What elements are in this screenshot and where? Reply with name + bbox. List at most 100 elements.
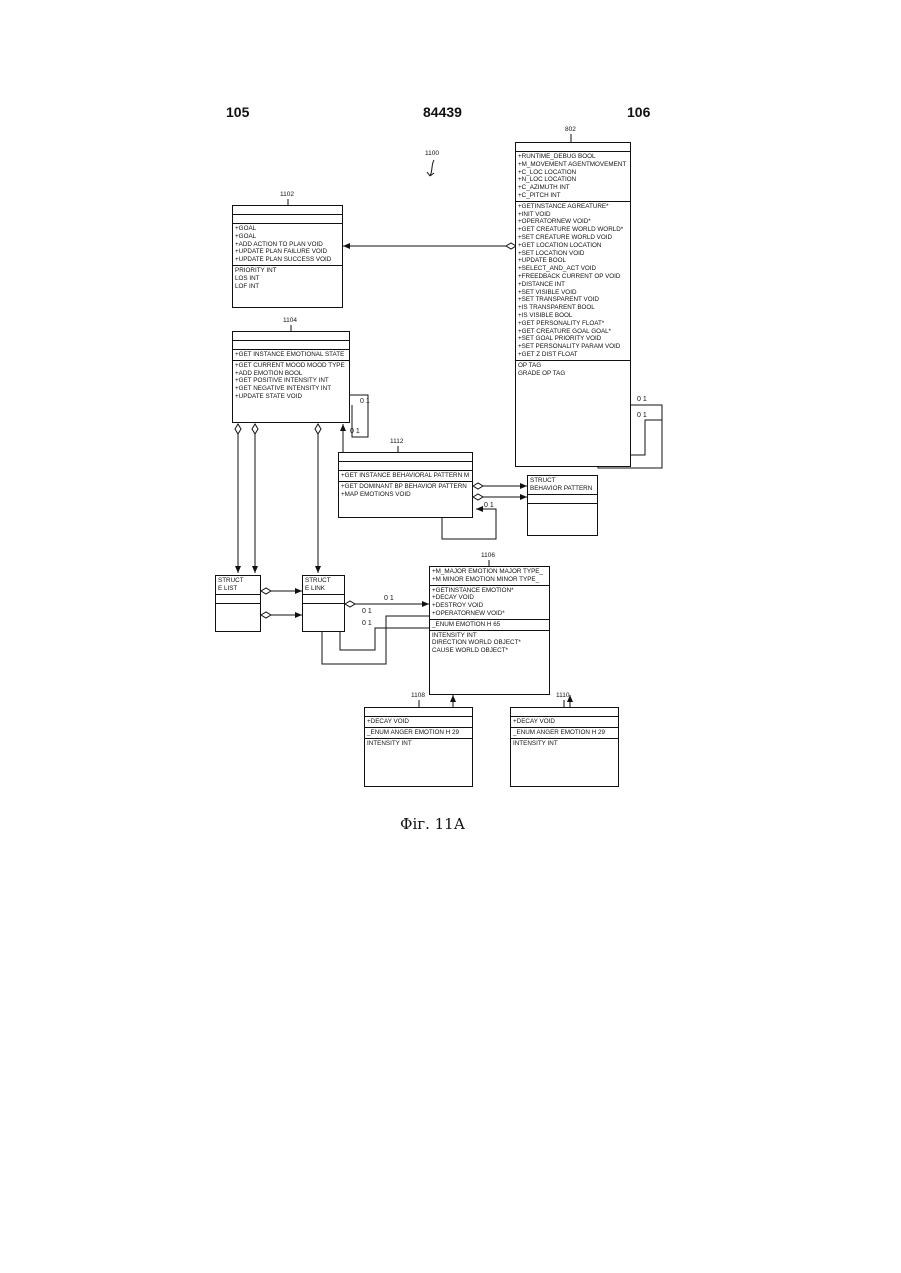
- member-line: +C_LOC LOCATION: [518, 169, 628, 177]
- multiplicity-label: 0 1: [350, 428, 360, 435]
- figure-caption: Фіг. 11А: [400, 815, 465, 833]
- class-section: +DECAY VOID: [365, 717, 472, 728]
- member-line: +GETINSTANCE EMOTION*: [432, 587, 547, 595]
- member-line: +SELECT_AND_ACT VOID: [518, 265, 628, 273]
- member-line: +SET PERSONALITY PARAM VOID: [518, 343, 628, 351]
- struct-e-list: STRUCTE LIST: [215, 575, 261, 632]
- diamond-list-a: [261, 588, 271, 594]
- class-section: INTENSITY INT: [511, 739, 618, 749]
- member-line: +M_MAJOR EMOTION MAJOR TYPE_: [432, 568, 547, 576]
- class-box-1102: +GOAL+GOAL+ADD ACTION TO PLAN VOID+UPDAT…: [232, 205, 343, 308]
- diamond-link-1106: [345, 601, 355, 607]
- box-ref-1110: 1110: [556, 692, 570, 699]
- class-section: STRUCTE LINK: [303, 576, 344, 595]
- class-section: _ENUM ANGER EMOTION H 29: [365, 728, 472, 739]
- member-line: +GET LOCATION LOCATION: [518, 242, 628, 250]
- member-line: CAUSE WORLD OBJECT*: [432, 647, 547, 655]
- member-line: INTENSITY INT: [367, 740, 470, 748]
- diamond-list-b: [261, 612, 271, 618]
- multiplicity-label: 0 1: [362, 608, 372, 615]
- member-line: +GET PERSONALITY FLOAT*: [518, 320, 628, 328]
- member-line: +INIT VOID: [518, 211, 628, 219]
- member-line: +GET INSTANCE EMOTIONAL STATE: [235, 351, 347, 359]
- class-section: [216, 604, 260, 612]
- member-line: +GETINSTANCE AGREATURE*: [518, 203, 628, 211]
- member-line: +GET Z DIST FLOAT: [518, 351, 628, 359]
- box-ref-1102: 1102: [280, 191, 294, 198]
- class-section: [233, 215, 342, 224]
- member-line: BEHAVIOR PATTERN: [530, 485, 595, 493]
- class-section: OP TAGGRADE OP TAG: [516, 361, 630, 379]
- member-line: DIRECTION WORLD OBJECT*: [432, 639, 547, 647]
- multiplicity-label: 0 1: [362, 620, 372, 627]
- member-line: LOF INT: [235, 283, 340, 291]
- class-section: +M_MAJOR EMOTION MAJOR TYPE_+M MINOR EMO…: [430, 567, 549, 586]
- class-section: [511, 708, 618, 717]
- box-ref-1108: 1108: [411, 692, 425, 699]
- class-section: [233, 332, 349, 341]
- squiggle-1100: [427, 160, 434, 176]
- member-line: +DECAY VOID: [367, 718, 470, 726]
- box-ref-1104: 1104: [283, 317, 297, 324]
- member-line: +GET NEGATIVE INTENSITY INT: [235, 385, 347, 393]
- member-line: +GET CREATURE WORLD WORLD*: [518, 226, 628, 234]
- member-line: +UPDATE PLAN FAILURE VOID: [235, 248, 340, 256]
- member-line: +ADD EMOTION BOOL: [235, 370, 347, 378]
- box-ref-802: 802: [565, 126, 576, 133]
- class-section: [516, 143, 630, 152]
- member-line: _ENUM ANGER EMOTION H 29: [367, 729, 470, 737]
- class-section: [528, 495, 597, 504]
- struct-behavior-pattern: STRUCTBEHAVIOR PATTERN: [527, 475, 598, 536]
- class-section: +RUNTIME_DEBUG BOOL+M_MOVEMENT AGENTMOVE…: [516, 152, 630, 202]
- class-section: [303, 595, 344, 604]
- figure-ref: 1100: [425, 150, 439, 157]
- member-line: +SET LOCATION VOID: [518, 250, 628, 258]
- multiplicity-label: 0 1: [484, 502, 494, 509]
- member-line: +OPERATORNEW VOID*: [518, 218, 628, 226]
- class-box-1112: +GET INSTANCE BEHAVIORAL PATTERN M +GET D…: [338, 452, 473, 518]
- class-section: INTENSITY INTDIRECTION WORLD OBJECT*CAUS…: [430, 631, 549, 656]
- class-section: +GETINSTANCE EMOTION*+DECAY VOID+DESTROY…: [430, 586, 549, 620]
- class-section: _ENUM EMOTION H 65: [430, 620, 549, 631]
- class-section: [303, 604, 344, 612]
- class-section: [216, 595, 260, 604]
- member-line: +DECAY VOID: [513, 718, 616, 726]
- member-line: +M MINOR EMOTION MINOR TYPE_: [432, 576, 547, 584]
- member-line: INTENSITY INT: [432, 632, 547, 640]
- class-section: [233, 341, 349, 350]
- member-line: +GET CURRENT MOOD MOOD TYPE: [235, 362, 347, 370]
- class-section: [528, 504, 597, 512]
- member-line: +IS TRANSPARENT BOOL: [518, 304, 628, 312]
- member-line: +RUNTIME_DEBUG BOOL: [518, 153, 628, 161]
- multiplicity-label: 0 1: [637, 412, 647, 419]
- member-line: +N_LOC LOCATION: [518, 176, 628, 184]
- class-section: +GET INSTANCE EMOTIONAL STATE: [233, 350, 349, 361]
- multiplicity-label: 0 1: [637, 396, 647, 403]
- member-line: +UPDATE STATE VOID: [235, 393, 347, 401]
- member-line: +GET DOMINANT BP BEHAVIOR PATTERN: [341, 483, 470, 491]
- member-line: +GET CREATURE GOAL GOAL*: [518, 328, 628, 336]
- class-section: STRUCTBEHAVIOR PATTERN: [528, 476, 597, 495]
- member-line: +SET VISIBLE VOID: [518, 289, 628, 297]
- member-line: +SET CREATURE WORLD VOID: [518, 234, 628, 242]
- member-line: +MAP EMOTIONS VOID: [341, 491, 470, 499]
- member-line: STRUCT: [305, 577, 342, 585]
- class-section: [365, 708, 472, 717]
- member-line: +FREEDBACK CURRENT OP VOID: [518, 273, 628, 281]
- member-line: +OPERATORNEW VOID*: [432, 610, 547, 618]
- class-section: [339, 462, 472, 471]
- class-section: +GET INSTANCE BEHAVIORAL PATTERN M: [339, 471, 472, 482]
- class-section: +DECAY VOID: [511, 717, 618, 728]
- member-line: +SET TRANSPARENT VOID: [518, 296, 628, 304]
- member-line: E LIST: [218, 585, 258, 593]
- class-box-1106: +M_MAJOR EMOTION MAJOR TYPE_+M MINOR EMO…: [429, 566, 550, 695]
- member-line: +M_MOVEMENT AGENTMOVEMENT: [518, 161, 628, 169]
- member-line: PRIORITY INT: [235, 267, 340, 275]
- member-line: +ADD ACTION TO PLAN VOID: [235, 241, 340, 249]
- member-line: GRADE OP TAG: [518, 370, 628, 378]
- member-line: _ENUM ANGER EMOTION H 29: [513, 729, 616, 737]
- class-section: INTENSITY INT: [365, 739, 472, 749]
- member-line: +GET INSTANCE BEHAVIORAL PATTERN M: [341, 472, 470, 480]
- member-line: +GOAL: [235, 233, 340, 241]
- class-box-1108: +DECAY VOID _ENUM ANGER EMOTION H 29 INTEN…: [364, 707, 473, 787]
